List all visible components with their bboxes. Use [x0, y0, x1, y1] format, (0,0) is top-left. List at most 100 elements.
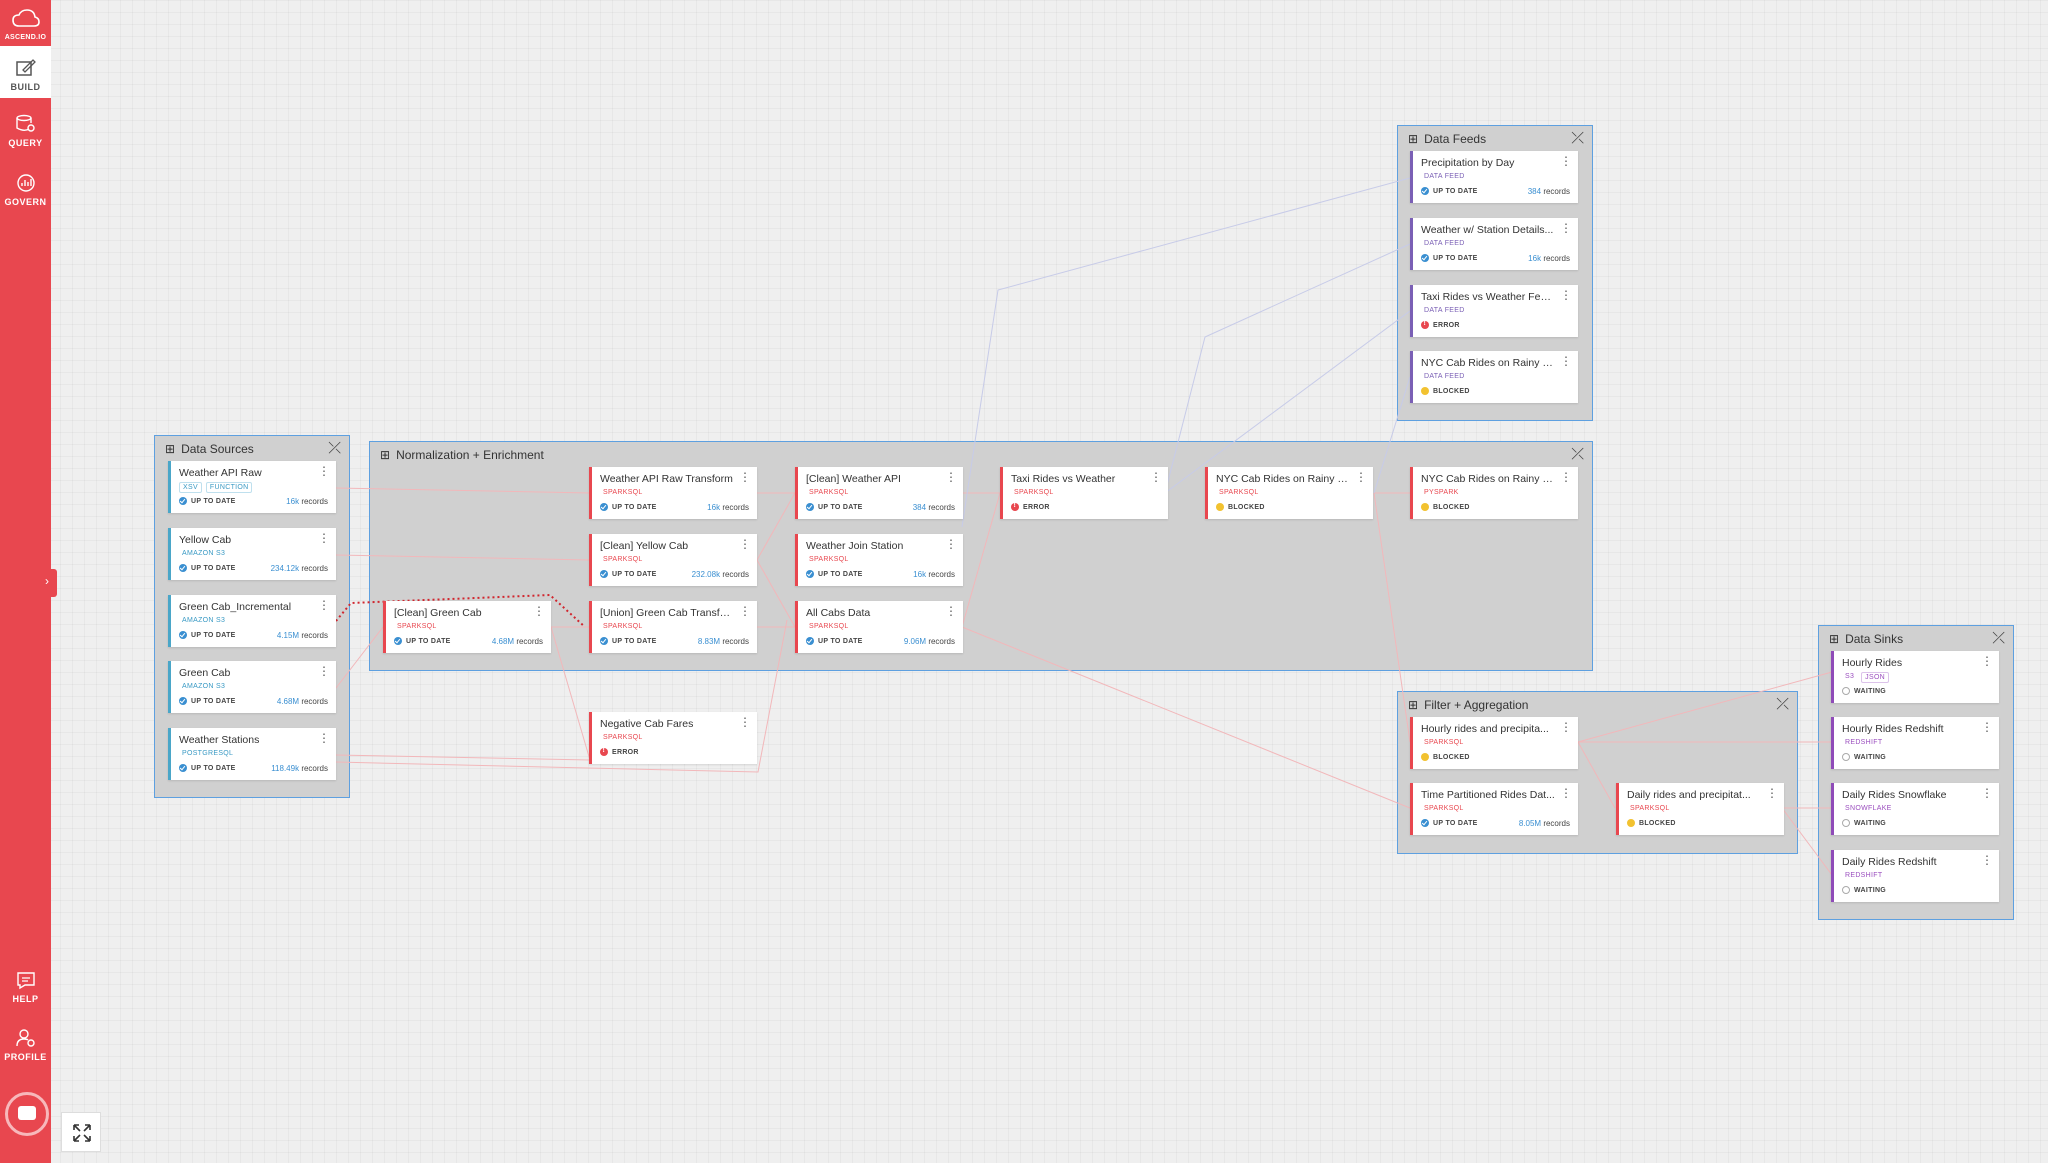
card-time-partitioned-rides[interactable]: Time Partitioned Rides Dat... ⋮ SPARKSQL… — [1410, 783, 1578, 835]
card-title: Green Cab_Incremental — [179, 601, 292, 613]
more-vertical-icon[interactable]: ⋮ — [739, 715, 751, 729]
record-count: 8.83M records — [697, 637, 749, 646]
more-vertical-icon[interactable]: ⋮ — [1150, 470, 1162, 484]
more-vertical-icon[interactable]: ⋮ — [533, 604, 545, 618]
more-vertical-icon[interactable]: ⋮ — [1981, 786, 1993, 800]
sink-tag: JSON — [1861, 672, 1890, 683]
card-clean-green-cab[interactable]: [Clean] Green Cab ⋮ SPARKSQL UP TO DATE … — [383, 601, 551, 653]
status-badge: BLOCKED — [1216, 503, 1265, 511]
card-hourly-rides-redshift[interactable]: Hourly Rides Redshift ⋮ REDSHIFT WAITING — [1831, 717, 1999, 769]
status-badge: ERROR — [1421, 320, 1460, 329]
more-vertical-icon[interactable]: ⋮ — [318, 731, 330, 745]
card-daily-rides-redshift[interactable]: Daily Rides Redshift ⋮ REDSHIFT WAITING — [1831, 850, 1999, 902]
card-green-cab-incremental[interactable]: Green Cab_Incremental ⋮ AMAZON S3 UP TO … — [168, 595, 336, 647]
more-vertical-icon[interactable]: ⋮ — [1981, 720, 1993, 734]
card-precipitation-by-day[interactable]: Precipitation by Day ⋮ DATA FEED UP TO D… — [1410, 151, 1578, 203]
card-nyc-cab-rainy-sparksql[interactable]: NYC Cab Rides on Rainy Day... ⋮ SPARKSQL… — [1205, 467, 1373, 519]
record-count: 4.68M records — [491, 637, 543, 646]
card-negative-cab-fares[interactable]: Negative Cab Fares ⋮ SPARKSQL ERROR — [589, 712, 757, 764]
nav-build[interactable]: BUILD — [0, 46, 51, 98]
sidebar-collapse-toggle[interactable]: › — [45, 569, 57, 597]
card-clean-weather-api[interactable]: [Clean] Weather API ⋮ SPARKSQL UP TO DAT… — [795, 467, 963, 519]
more-vertical-icon[interactable]: ⋮ — [1560, 786, 1572, 800]
more-vertical-icon[interactable]: ⋮ — [1981, 853, 1993, 867]
card-title: Weather Stations — [179, 734, 260, 746]
connector-tag: XSV — [179, 482, 202, 493]
card-clean-yellow-cab[interactable]: [Clean] Yellow Cab ⋮ SPARKSQL UP TO DATE… — [589, 534, 757, 586]
card-weather-stations[interactable]: Weather Stations ⋮ POSTGRESQL UP TO DATE… — [168, 728, 336, 780]
more-vertical-icon[interactable]: ⋮ — [1560, 354, 1572, 368]
nav-govern[interactable]: GOVERN — [0, 173, 51, 207]
more-vertical-icon[interactable]: ⋮ — [739, 604, 751, 618]
grid-icon: ⊞ — [1829, 632, 1840, 646]
card-weather-join-station[interactable]: Weather Join Station ⋮ SPARKSQL UP TO DA… — [795, 534, 963, 586]
collapse-icon[interactable]: ⤫ — [1571, 446, 1584, 463]
more-vertical-icon[interactable]: ⋮ — [318, 598, 330, 612]
error-icon — [600, 747, 608, 756]
collapse-icon[interactable]: ⤫ — [328, 440, 341, 457]
card-title: Daily Rides Redshift — [1842, 856, 1937, 868]
more-vertical-icon[interactable]: ⋮ — [739, 470, 751, 484]
more-vertical-icon[interactable]: ⋮ — [1560, 470, 1572, 484]
card-title: Daily rides and precipitat... — [1627, 789, 1751, 801]
card-nyc-cab-rainy-pyspark[interactable]: NYC Cab Rides on Rainy Day... ⋮ PYSPARK … — [1410, 467, 1578, 519]
check-icon — [1421, 819, 1429, 827]
collapse-icon[interactable]: ⤫ — [1992, 630, 2005, 647]
more-vertical-icon[interactable]: ⋮ — [945, 470, 957, 484]
nav-profile[interactable]: PROFILE — [0, 1028, 51, 1062]
card-title: Taxi Rides vs Weather Feed... — [1421, 291, 1556, 303]
status-badge: BLOCKED — [1627, 819, 1676, 827]
check-icon — [600, 570, 608, 578]
more-vertical-icon[interactable]: ⋮ — [318, 664, 330, 678]
card-taxi-rides-weather-feed[interactable]: Taxi Rides vs Weather Feed... ⋮ DATA FEE… — [1410, 285, 1578, 337]
expand-icon — [73, 1124, 91, 1142]
check-icon — [394, 637, 402, 645]
grid-icon: ⊞ — [380, 448, 391, 462]
nav-help[interactable]: HELP — [0, 970, 51, 1004]
card-yellow-cab[interactable]: Yellow Cab ⋮ AMAZON S3 UP TO DATE 234.12… — [168, 528, 336, 580]
chat-button[interactable] — [5, 1092, 49, 1136]
more-vertical-icon[interactable]: ⋮ — [1766, 786, 1778, 800]
more-vertical-icon[interactable]: ⋮ — [739, 537, 751, 551]
card-nyc-cab-rainy-feed[interactable]: NYC Cab Rides on Rainy Day... ⋮ DATA FEE… — [1410, 351, 1578, 403]
more-vertical-icon[interactable]: ⋮ — [1355, 470, 1367, 484]
sink-tag: S3 — [1845, 673, 1855, 680]
card-taxi-rides-vs-weather[interactable]: Taxi Rides vs Weather ⋮ SPARKSQL ERROR — [1000, 467, 1168, 519]
more-vertical-icon[interactable]: ⋮ — [945, 537, 957, 551]
ascend-logo[interactable]: ASCEND.IO — [0, 8, 51, 41]
more-vertical-icon[interactable]: ⋮ — [1981, 654, 1993, 668]
group-title: Data Sinks — [1845, 632, 1904, 646]
more-vertical-icon[interactable]: ⋮ — [1560, 154, 1572, 168]
nav-build-label: BUILD — [10, 82, 41, 92]
card-all-cabs-data[interactable]: All Cabs Data ⋮ SPARKSQL UP TO DATE 9.06… — [795, 601, 963, 653]
nav-query[interactable]: QUERY — [0, 114, 51, 148]
card-weather-station-details[interactable]: Weather w/ Station Details... ⋮ DATA FEE… — [1410, 218, 1578, 270]
collapse-icon[interactable]: ⤫ — [1776, 696, 1789, 713]
nav-query-label: QUERY — [8, 138, 43, 148]
card-union-green-cab[interactable]: [Union] Green Cab Transfor... ⋮ SPARKSQL… — [589, 601, 757, 653]
more-vertical-icon[interactable]: ⋮ — [1560, 221, 1572, 235]
more-vertical-icon[interactable]: ⋮ — [945, 604, 957, 618]
check-icon — [179, 631, 187, 639]
more-vertical-icon[interactable]: ⋮ — [318, 464, 330, 478]
chevron-right-icon: › — [45, 574, 49, 588]
record-count: 232.08k records — [691, 570, 749, 579]
collapse-icon[interactable]: ⤫ — [1571, 130, 1584, 147]
status-badge: UP TO DATE — [179, 631, 236, 639]
status-badge: UP TO DATE — [1421, 187, 1478, 195]
more-vertical-icon[interactable]: ⋮ — [1560, 720, 1572, 734]
fullscreen-button[interactable] — [61, 1112, 101, 1152]
card-daily-rides-precip[interactable]: Daily rides and precipitat... ⋮ SPARKSQL… — [1616, 783, 1784, 835]
card-weather-api-raw-transform[interactable]: Weather API Raw Transform ⋮ SPARKSQL UP … — [589, 467, 757, 519]
more-vertical-icon[interactable]: ⋮ — [318, 531, 330, 545]
blocked-icon — [1421, 387, 1429, 395]
card-title: NYC Cab Rides on Rainy Day... — [1216, 473, 1351, 485]
card-hourly-rides-precip[interactable]: Hourly rides and precipita... ⋮ SPARKSQL… — [1410, 717, 1578, 769]
card-title: Time Partitioned Rides Dat... — [1421, 789, 1555, 801]
more-vertical-icon[interactable]: ⋮ — [1560, 288, 1572, 302]
card-green-cab[interactable]: Green Cab ⋮ AMAZON S3 UP TO DATE 4.68M r… — [168, 661, 336, 713]
card-daily-rides-snowflake[interactable]: Daily Rides Snowflake ⋮ SNOWFLAKE WAITIN… — [1831, 783, 1999, 835]
status-badge: WAITING — [1842, 687, 1886, 695]
